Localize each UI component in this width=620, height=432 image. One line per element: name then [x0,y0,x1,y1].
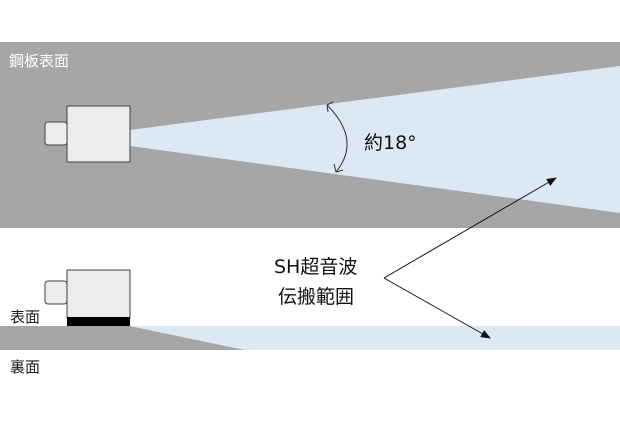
angle-arrowhead-bottom [333,163,344,173]
callout-arrow-upper [383,177,557,279]
sh-wave-beam-section [130,326,620,350]
angle-label: 約18° [364,132,417,154]
angle-arrowhead-top [326,101,334,113]
sensor-body-side [66,269,131,319]
sh-wave-beam-top [130,66,620,213]
sensor-contact-layer [67,317,130,326]
back-surface-label: 裏面 [10,358,40,376]
angle-arc [326,104,348,173]
sensor-connector-side [44,280,68,305]
sensor-connector-top [44,121,68,146]
range-label-line1: SH超音波 [274,256,357,278]
front-surface-label: 表面 [10,308,40,326]
steel-plate-section [0,326,245,350]
sensor-body-top [66,105,131,163]
steel-surface-label: 鋼板表面 [9,52,69,70]
callout-arrow-lower [383,277,491,339]
range-label-line2: 伝搬範囲 [278,286,354,308]
